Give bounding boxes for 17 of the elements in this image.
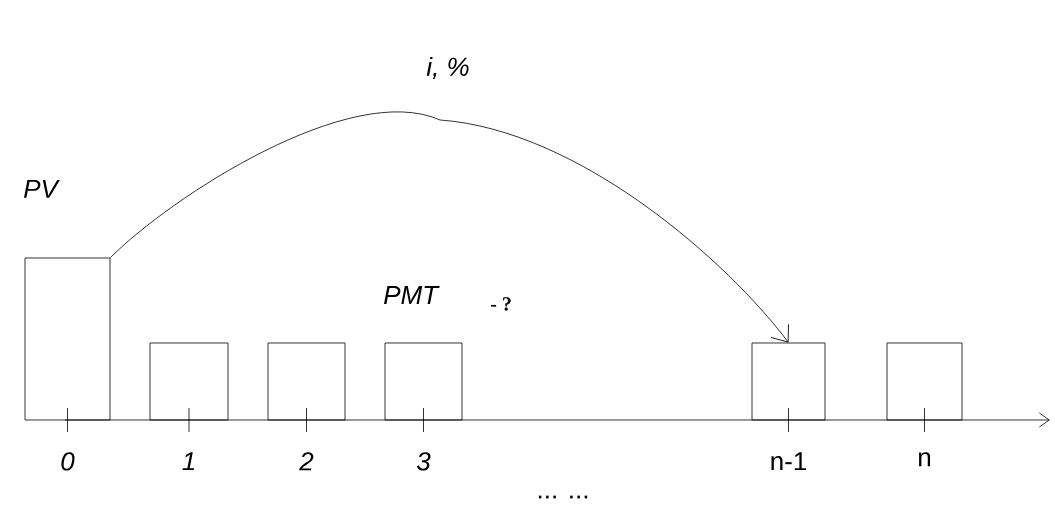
ellipsis-label: ... ...: [538, 495, 588, 499]
tick-label: 0: [61, 452, 75, 471]
question-label: - ?: [490, 297, 511, 311]
tick-label: n: [919, 452, 931, 467]
payment-label: PMT: [384, 286, 440, 304]
tick-label: 3: [416, 452, 431, 471]
curved-arrow: [110, 111, 789, 343]
box: [751, 342, 826, 421]
tick-label: 2: [299, 452, 314, 471]
box: [886, 342, 963, 421]
bar-label: PV: [24, 179, 60, 198]
tick-label: 1: [182, 452, 195, 471]
box: [267, 342, 346, 421]
tick-label: n-1: [771, 452, 806, 471]
interest-label: i, %: [426, 56, 469, 80]
box: [149, 342, 229, 421]
box: [384, 342, 463, 421]
